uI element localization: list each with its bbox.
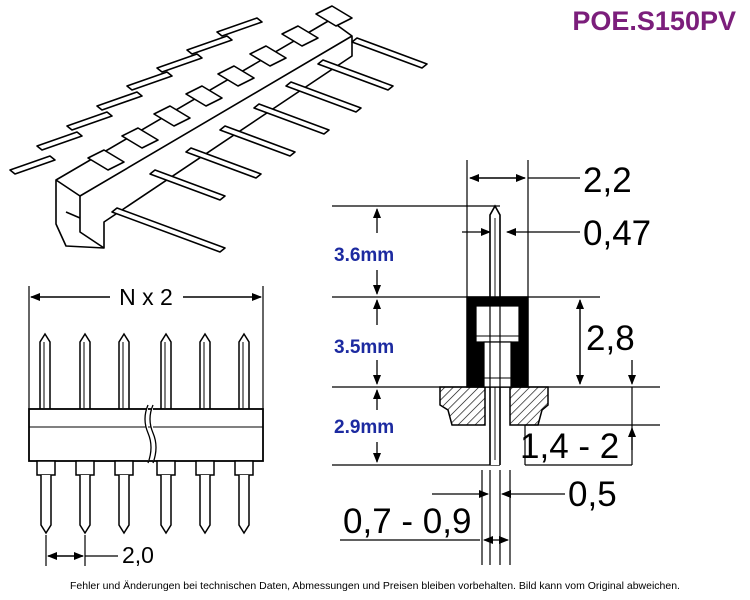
front-view (28, 286, 264, 566)
perspective-lower-pins (111, 37, 428, 253)
perspective-housing (55, 5, 353, 249)
hole-diameter-dimension: 0,7 - 0,9 (343, 502, 471, 541)
perspective-upper-pins (9, 17, 263, 175)
disclaimer-footer: Fehler und Änderungen bei technischen Da… (70, 580, 680, 592)
lower-pin-length-label: 2.9mm (334, 417, 394, 438)
side-view (332, 160, 660, 565)
width-dimension-label: N x 2 (119, 284, 173, 310)
housing-height-dimension: 2,8 (586, 319, 635, 358)
pitch-dimension-label: 2,0 (122, 542, 154, 568)
housing-height-label: 3.5mm (334, 337, 394, 358)
board-gap-dimension: 1,4 - 2 (520, 427, 619, 466)
upper-pin-length-label: 3.6mm (334, 245, 394, 266)
perspective-header-illustration (9, 5, 428, 253)
pin-width-dimension: 0,47 (583, 214, 651, 253)
pin-end-dimension: 0,5 (568, 475, 617, 514)
product-code: POE.S150PV (572, 6, 736, 36)
body-width-dimension: 2,2 (583, 161, 632, 200)
